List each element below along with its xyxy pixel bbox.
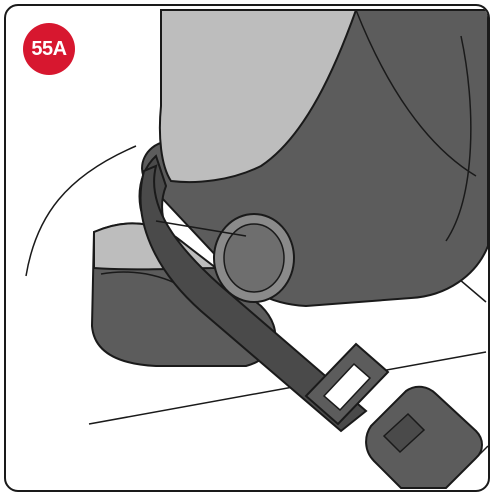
illustration-frame: 55A [4, 4, 490, 492]
step-number-label: 55A [31, 38, 66, 61]
car-seat-belt-illustration [6, 6, 488, 490]
seat-belt-buckle [366, 387, 488, 488]
step-number-badge: 55A [23, 23, 75, 75]
